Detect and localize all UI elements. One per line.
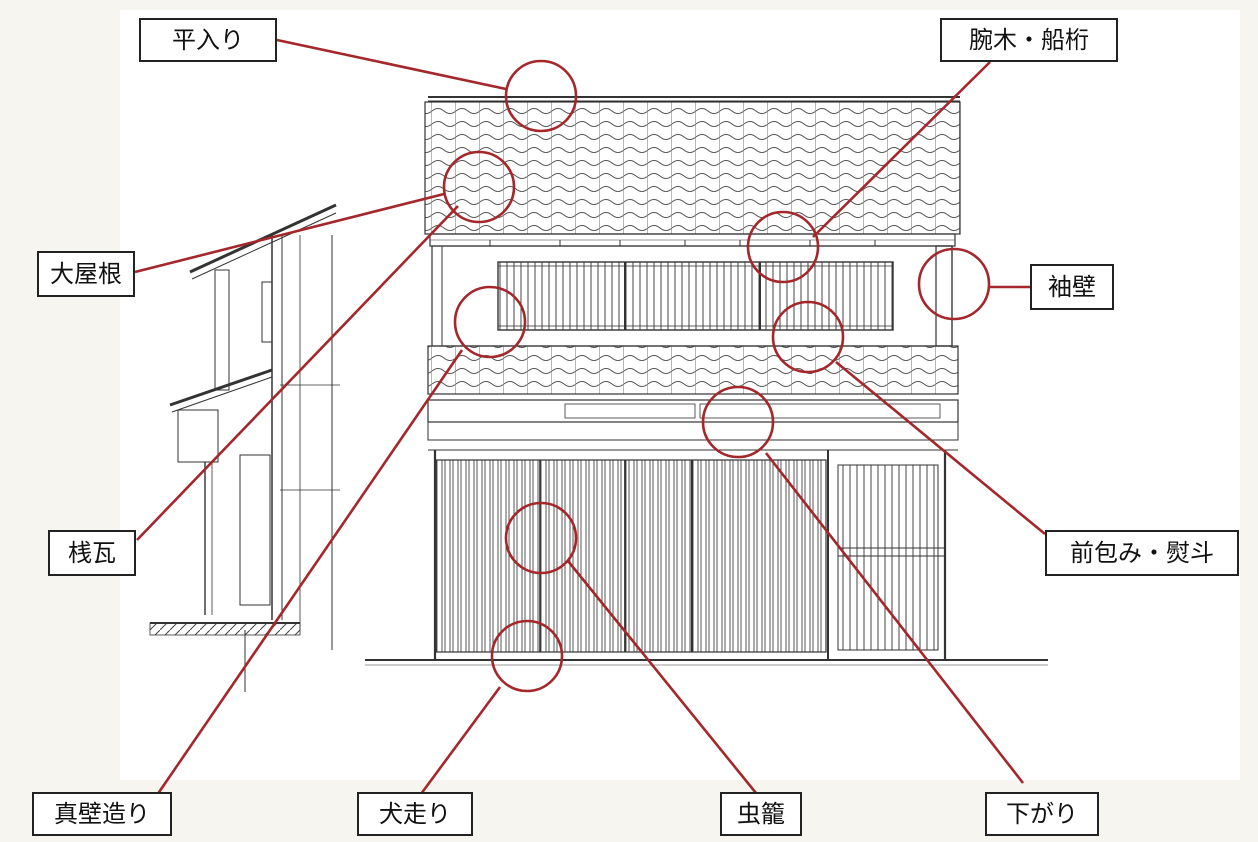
leader-lines: [134, 38, 1046, 799]
callout-markers: [442, 59, 991, 693]
label-sangawara: 桟瓦: [48, 530, 136, 576]
leader-udegi-funaketa: [812, 61, 991, 238]
label-mushiko: 虫籠: [720, 792, 802, 836]
leader-hirairi: [276, 38, 507, 91]
marker-shinkabe: [453, 285, 527, 359]
label-inubashiri: 犬走り: [357, 792, 473, 836]
marker-mushiko: [504, 501, 578, 575]
leader-inubashiri: [416, 686, 502, 799]
side-section: [149, 203, 340, 692]
label-hirairi: 平入り: [139, 18, 277, 62]
label-oyane: 大屋根: [37, 251, 135, 297]
leader-shinkabe: [153, 349, 464, 799]
marker-maezutsumi-noshi: [771, 300, 845, 374]
marker-sodekabe: [917, 247, 991, 321]
label-sagari: 下がり: [985, 792, 1099, 836]
marker-inubashiri: [490, 619, 564, 693]
front-elevation: [365, 96, 1048, 666]
marker-hirairi: [504, 59, 578, 133]
label-udegi-funaketa: 腕木・船桁: [940, 18, 1118, 62]
label-sodekabe: 袖壁: [1030, 264, 1114, 310]
marker-sagari: [701, 385, 775, 459]
label-shinkabe: 真壁造り: [32, 792, 172, 836]
label-maezutsumi-noshi: 前包み・熨斗: [1045, 530, 1239, 576]
leader-sangawara: [136, 205, 459, 541]
marker-udegi-funaketa: [746, 210, 820, 284]
leader-sagari: [764, 452, 1025, 784]
marker-oyane: [442, 150, 516, 224]
leader-maezutsumi-noshi: [835, 360, 1046, 536]
leader-mushiko: [566, 560, 762, 799]
leader-oyane: [134, 192, 445, 274]
